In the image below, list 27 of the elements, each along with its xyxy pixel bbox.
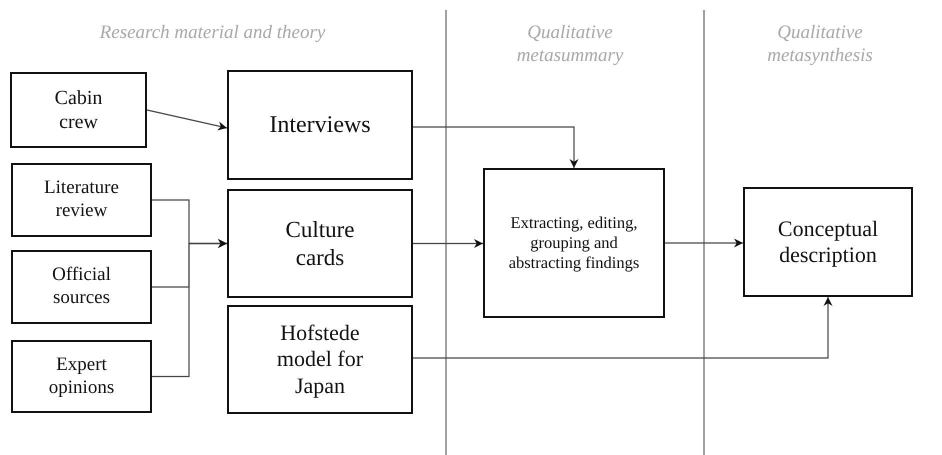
box-label: Culture cards — [284, 216, 356, 272]
process-box — [11, 340, 152, 413]
arrow — [152, 239, 227, 378]
process-box — [11, 250, 152, 324]
arrow — [665, 238, 743, 248]
arrow — [146, 109, 228, 130]
process-box — [227, 189, 413, 298]
box-label: Expert opinions — [48, 354, 116, 400]
section-heading: Qualitative metasummary — [516, 22, 624, 68]
arrow — [413, 239, 483, 248]
arrow — [413, 297, 832, 359]
process-box — [10, 72, 147, 148]
section-heading: Qualitative metasynthesis — [766, 22, 874, 68]
process-box — [11, 163, 152, 237]
box-label: Conceptual description — [776, 216, 880, 268]
box-label: Literature review — [43, 177, 120, 223]
process-box — [227, 305, 413, 414]
section-heading: Research material and theory — [98, 22, 326, 45]
process-box — [227, 70, 413, 180]
arrow — [413, 126, 578, 168]
process-box — [483, 168, 665, 318]
box-label: Interviews — [269, 110, 371, 140]
box-label: Hofstede model for Japan — [276, 320, 364, 400]
box-label: Cabin crew — [54, 86, 104, 134]
box-label: Extracting, editing, grouping and abstracting findings — [508, 213, 640, 273]
box-label: Official sources — [51, 264, 112, 310]
process-box — [743, 187, 913, 297]
